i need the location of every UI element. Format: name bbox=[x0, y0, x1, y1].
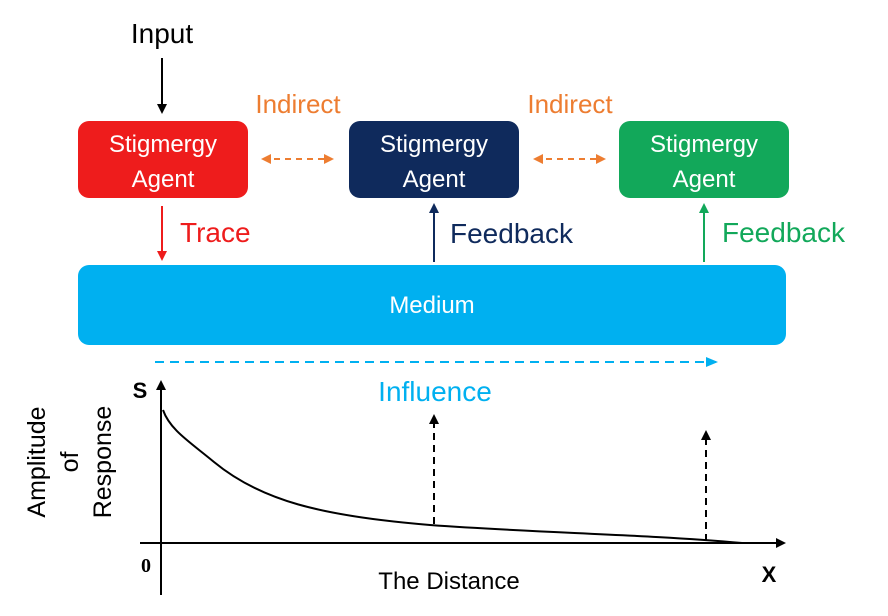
input-label: Input bbox=[131, 18, 193, 49]
y-axis-symbol: S bbox=[133, 378, 148, 403]
y-axis-label-line2: of bbox=[56, 452, 84, 473]
origin-label: 0 bbox=[141, 555, 151, 577]
response-curve bbox=[162, 409, 743, 544]
agent-box-navy: Stigmergy Agent bbox=[349, 121, 519, 198]
feedback-label-navy: Feedback bbox=[450, 218, 574, 249]
agent-red-line2: Agent bbox=[132, 166, 195, 193]
agent-green-line1: Stigmergy bbox=[650, 131, 758, 158]
agent-navy-line1: Stigmergy bbox=[380, 131, 488, 158]
y-axis-label: Amplitude of Response bbox=[23, 406, 117, 519]
influence-label: Influence bbox=[378, 376, 492, 407]
indirect-label-left: Indirect bbox=[255, 89, 341, 119]
agent-red-line1: Stigmergy bbox=[109, 131, 217, 158]
feedback-label-green: Feedback bbox=[722, 217, 846, 248]
agent-box-green: Stigmergy Agent bbox=[619, 121, 789, 198]
agent-green-line2: Agent bbox=[673, 166, 736, 193]
x-axis-label: The Distance bbox=[378, 568, 519, 595]
y-axis-label-line3: Response bbox=[89, 406, 117, 519]
indirect-label-right: Indirect bbox=[527, 89, 613, 119]
medium-label: Medium bbox=[389, 292, 474, 319]
y-axis-label-line1: Amplitude bbox=[23, 406, 51, 517]
x-axis-symbol: X bbox=[762, 562, 777, 587]
agent-box-red: Stigmergy Agent bbox=[78, 121, 248, 198]
medium-box: Medium bbox=[78, 265, 786, 345]
agent-navy-line2: Agent bbox=[403, 166, 466, 193]
trace-label: Trace bbox=[180, 217, 251, 248]
